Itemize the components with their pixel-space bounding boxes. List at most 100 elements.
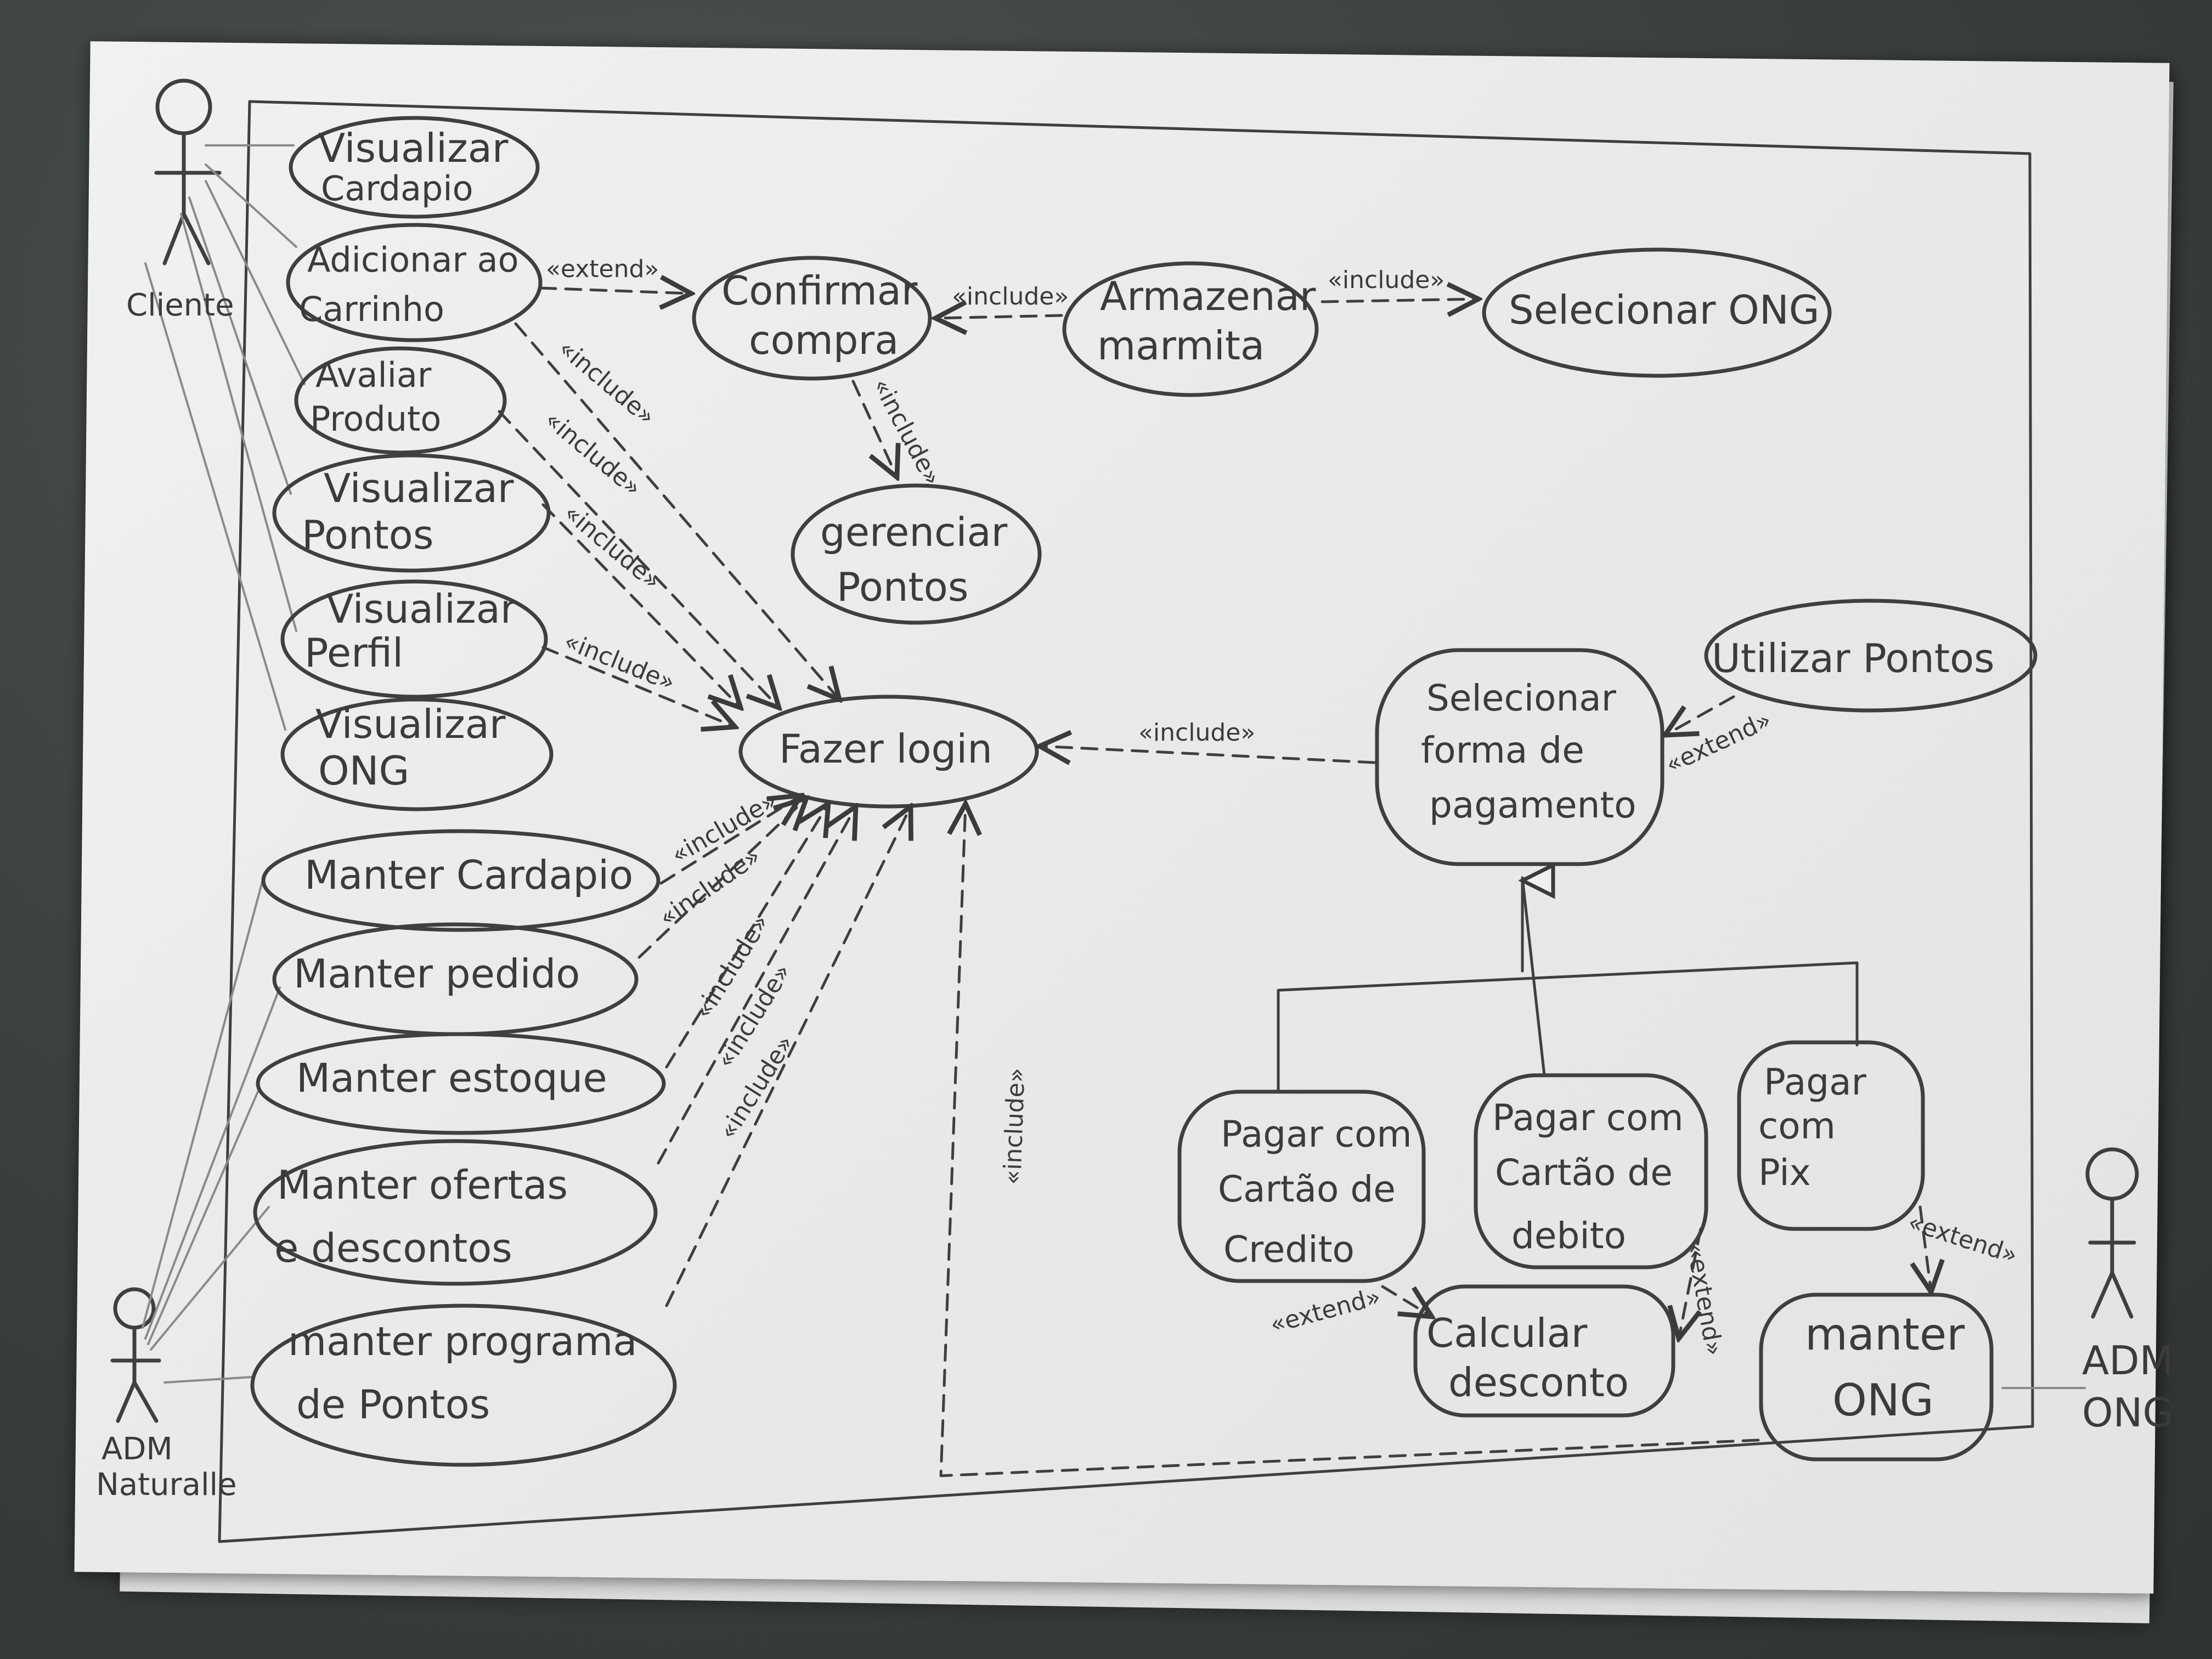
- stereo-include-cardapio-login: «include»: [667, 787, 782, 870]
- avaliar-produto-label-1: Avaliar: [315, 355, 432, 395]
- include-visualizar-perfil-login: [541, 646, 735, 727]
- pagar-pix-label-1: Pagar: [1764, 1061, 1867, 1103]
- actor-adm-naturalle-leg-left: [116, 1380, 137, 1423]
- assoc-adm-manter-estoque: [147, 1091, 259, 1345]
- assoc-cliente-visualizar-perfil: [180, 213, 297, 632]
- visualizar-cardapio-label-1: Visualizar: [318, 125, 509, 171]
- calcular-desconto-label-2: desconto: [1448, 1359, 1629, 1406]
- include-manter-ong-login: [939, 804, 1760, 1477]
- stereo-include-pontos-login: «include»: [558, 499, 666, 595]
- usecase-visualizar-perfil: [280, 579, 548, 699]
- actor-adm-ong-head: [2085, 1147, 2139, 1201]
- actor-adm-ong-label-1: ADM: [2082, 1338, 2174, 1384]
- extend-pix-manter-ong: [1920, 1205, 1931, 1292]
- generalization-bus: [1277, 961, 1859, 1093]
- usecase-avaliar-produto: [294, 346, 507, 455]
- assoc-cliente-visualizar-pontos: [188, 196, 292, 495]
- assoc-cliente-adicionar-carrinho: [205, 163, 297, 248]
- include-adicionar-login: [514, 322, 839, 699]
- include-manter-estoque-login: [665, 804, 828, 1069]
- extend-adicionar-confirmar: [539, 288, 691, 294]
- actor-adm-naturalle-leg-right: [132, 1380, 159, 1423]
- include-avaliar-login: [498, 410, 779, 708]
- armazenar-marmita-label-1: Armazenar: [1100, 273, 1316, 319]
- manter-ofertas-label-2: e descontos: [274, 1225, 512, 1271]
- include-visualizar-pontos-login: [541, 503, 741, 708]
- usecase-manter-estoque: [256, 1032, 666, 1135]
- generalization-pagamento: [1277, 876, 1859, 1093]
- stereo-include-ong-login: «include»: [998, 1067, 1030, 1185]
- assoc-adm-manter-programa: [163, 1376, 253, 1384]
- stereo-extend-debito-calcular: «extend»: [1681, 1242, 1728, 1358]
- pagar-pix-label-2: com: [1758, 1105, 1836, 1147]
- actor-cliente-label: Cliente: [126, 287, 234, 323]
- selecionar-forma-pagamento-label-3: pagamento: [1429, 784, 1637, 826]
- usecase-calcular-desconto: [1413, 1284, 1675, 1418]
- visualizar-perfil-label-1: Visualizar: [326, 586, 517, 632]
- generalization-debito-branch: [1521, 876, 1546, 1077]
- pagar-credito-label-3: Credito: [1223, 1228, 1355, 1271]
- fazer-login-label: Fazer login: [779, 726, 992, 772]
- usecase-utilizar-pontos: [1704, 599, 2038, 713]
- stereo-include-armazenar-confirmar: «include»: [952, 283, 1069, 311]
- selecionar-ong-label: Selecionar ONG: [1509, 287, 1820, 333]
- visualizar-ong-label-1: Visualizar: [315, 701, 506, 747]
- usecase-manter-ong: [1759, 1293, 1994, 1462]
- visualizar-perfil-label-2: Perfil: [304, 630, 403, 676]
- confirmar-compra-label-1: Confirmar: [721, 268, 918, 314]
- gerenciar-pontos-label-1: gerenciar: [820, 509, 1008, 555]
- include-manter-ofertas-login: [657, 806, 856, 1165]
- usecase-manter-cardapio: [261, 829, 661, 932]
- pagar-credito-label-1: Pagar com: [1221, 1113, 1412, 1155]
- actor-cliente-leg-left: [162, 212, 186, 266]
- stereo-extend-pix-ong: «extend»: [1905, 1208, 2021, 1269]
- assoc-cliente-avaliar-produto: [205, 180, 306, 385]
- selecionar-forma-pagamento-label-1: Selecionar: [1426, 677, 1617, 719]
- stereo-include-confirmar-gerenciar: «include»: [867, 374, 946, 490]
- selecionar-forma-pagamento-label-2: forma de: [1421, 729, 1584, 771]
- include-manter-pedido-login: [637, 798, 806, 959]
- visualizar-pontos-label-2: Pontos: [302, 512, 433, 558]
- stereo-include-armazenar-ong: «include»: [1328, 266, 1444, 294]
- actor-adm-ong-leg-left: [2091, 1271, 2114, 1319]
- assoc-cliente-visualizar-ong: [144, 262, 286, 731]
- include-confirmar-gerenciar: [851, 380, 897, 477]
- actor-cliente: [154, 78, 222, 266]
- extend-debito-calcular: [1679, 1227, 1702, 1339]
- pagar-credito-label-2: Cartão de: [1218, 1168, 1396, 1210]
- include-forma-pagamento-login: [1040, 746, 1376, 763]
- usecase-pagar-debito: [1474, 1073, 1708, 1269]
- actor-adm-ong-leg-right: [2110, 1271, 2134, 1319]
- usecase-adicionar-carrinho: [286, 223, 543, 342]
- manter-cardapio-label: Manter Cardapio: [304, 852, 633, 898]
- usecase-gerenciar-pontos: [791, 483, 1042, 625]
- assoc-adm-manter-pedido: [144, 986, 281, 1340]
- manter-pedido-label: Manter pedido: [294, 951, 580, 997]
- pagar-debito-label-1: Pagar com: [1492, 1097, 1684, 1139]
- extend-credito-calcular: [1381, 1285, 1432, 1317]
- armazenar-marmita-label-2: marmita: [1097, 323, 1265, 369]
- actor-cliente-leg-right: [182, 212, 211, 266]
- stereo-extend-credito-calcular: «extend»: [1267, 1283, 1384, 1339]
- confirmar-compra-label-2: compra: [749, 317, 899, 363]
- pagar-debito-label-2: Cartão de: [1495, 1152, 1673, 1194]
- assoc-adm-manter-cardapio: [142, 877, 264, 1329]
- actor-adm-naturalle-label-2: Naturalle: [96, 1467, 237, 1503]
- visualizar-pontos-label-1: Visualizar: [324, 465, 514, 511]
- manter-ong-label-1: manter: [1805, 1309, 1965, 1360]
- usecase-visualizar-pontos: [272, 453, 551, 573]
- adicionar-carrinho-label-2: Carrinho: [299, 289, 444, 329]
- usecase-pagar-credito: [1177, 1090, 1426, 1283]
- actor-adm-naturalle-label-1: ADM: [101, 1431, 173, 1467]
- usecase-manter-ofertas: [253, 1139, 658, 1286]
- include-manter-programa-login: [665, 806, 911, 1307]
- assoc-adm-manter-ofertas: [150, 1206, 270, 1351]
- associations: [142, 144, 2086, 1389]
- usecase-pagar-pix: [1737, 1040, 1925, 1231]
- usecase-visualizar-ong: [280, 697, 554, 811]
- stereo-extend-utilizar-forma: «extend»: [1661, 706, 1776, 779]
- manter-estoque-label: Manter estoque: [296, 1055, 607, 1101]
- pagar-debito-label-3: debito: [1511, 1215, 1626, 1257]
- utilizar-pontos-label: Utilizar Pontos: [1712, 635, 1995, 681]
